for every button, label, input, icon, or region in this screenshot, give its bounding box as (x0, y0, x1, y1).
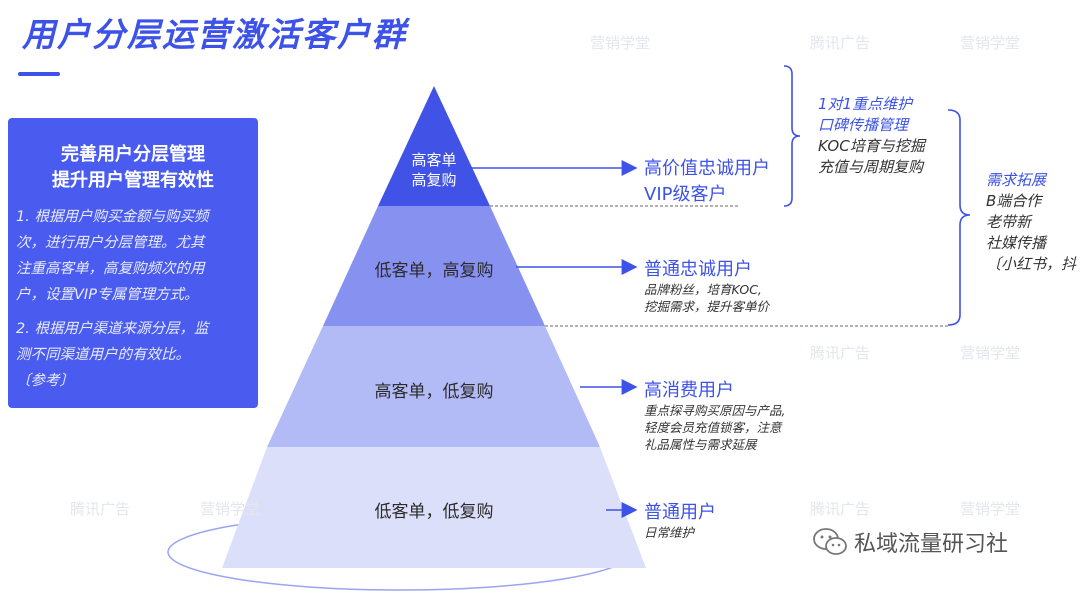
segment-4-title: 普通用户 (644, 502, 716, 523)
bracket-2-line: 老带新 (986, 213, 1032, 231)
panel-line: 2. 根据用户渠道来源分层，监 (16, 321, 209, 337)
curly-bracket-1 (783, 65, 801, 207)
tier-1-label: 高客单 高复购 (384, 150, 484, 190)
watermark: 腾讯广告 (810, 500, 871, 518)
bracket-1-notes: 1对1重点维护 口碑传播管理 KOC培育与挖掘 充值与周期复购 (818, 94, 925, 178)
segment-4-desc: 日常维护 (644, 525, 695, 540)
page-title: 用户分层运营激活客户群 (22, 15, 407, 54)
watermark: 腾讯广告 (810, 34, 871, 52)
segment-3-title: 高消费用户 (644, 380, 734, 401)
segment-2-desc: 挖掘需求，提升客单价 (644, 299, 770, 314)
segment-2-desc: 品牌粉丝，培育KOC, (644, 282, 762, 297)
pyramid-tier-4 (222, 447, 646, 568)
segment-3-desc: 轻度会员充值锁客，注意 (644, 420, 782, 435)
pyramid-tier-2 (323, 206, 545, 326)
strategy-panel: 完善用户分层管理 提升用户管理有效性 1. 根据用户购买金额与购买频 次，进行用… (8, 118, 258, 408)
tier-1-label-line1: 高客单 (411, 151, 457, 169)
watermark: 营销学堂 (200, 500, 261, 518)
tier-3-label: 高客单，低复购 (374, 382, 494, 402)
segment-1-title: 高价值忠诚用户 (644, 158, 770, 179)
brand-mark: 私域流量研习社 (812, 526, 1008, 558)
wechat-icon (813, 528, 847, 555)
panel-line: 次，进行用户分层管理。尤其 (16, 235, 205, 251)
bracket-1-line: KOC培育与挖掘 (818, 137, 925, 155)
panel-heading-line2: 提升用户管理有效性 (52, 170, 214, 191)
segment-1: 高价值忠诚用户 VIP级客户 (644, 154, 770, 206)
curly-bracket-2 (947, 109, 971, 326)
segment-1-subtitle: VIP级客户 (644, 184, 727, 205)
panel-heading-line1: 完善用户分层管理 (61, 144, 205, 165)
segment-2-title: 普通忠诚用户 (644, 259, 752, 280)
panel-paragraph-1: 1. 根据用户购买金额与购买频 次，进行用户分层管理。尤其 注重高客单，高复购频… (16, 204, 254, 308)
watermark: 营销学堂 (960, 500, 1021, 518)
panel-line: 注重高客单，高复购频次的用 (16, 261, 205, 277)
bracket-2-notes: 需求拓展 B端合作 老带新 社媒传播 〔小红书，抖 (986, 170, 1080, 275)
title-underline (18, 72, 60, 76)
panel-line: 1. 根据用户购买金额与购买频 (16, 209, 209, 225)
bracket-2-line: 社媒传播 (986, 234, 1047, 252)
tier-4-label: 低客单，低复购 (374, 502, 494, 522)
panel-paragraph-2: 2. 根据用户渠道来源分层，监 测不同渠道用户的有效比。 〔参考〕 (16, 316, 254, 394)
bracket-2-line: 〔小红书，抖 (986, 255, 1077, 273)
segment-3: 高消费用户 重点探寻购买原因与产品, 轻度会员充值锁客，注意 礼品属性与需求延展 (644, 376, 785, 453)
pyramid-tier-3 (267, 326, 600, 447)
panel-line: 户，设置VIP专属管理方式。 (16, 287, 199, 303)
watermark: 营销学堂 (960, 344, 1021, 362)
bracket-1-line: 充值与周期复购 (818, 158, 924, 176)
panel-line: 〔参考〕 (16, 373, 74, 389)
watermark: 腾讯广告 (70, 500, 131, 518)
segment-3-desc: 礼品属性与需求延展 (644, 437, 757, 452)
segment-2: 普通忠诚用户 品牌粉丝，培育KOC, 挖掘需求，提升客单价 (644, 255, 769, 315)
bracket-2-line: 需求拓展 (986, 171, 1047, 189)
tier-1-label-line2: 高复购 (411, 171, 457, 189)
pyramid-tier-1 (378, 86, 490, 206)
bracket-1-line: 口碑传播管理 (818, 116, 909, 134)
bracket-2-line: B端合作 (986, 192, 1042, 210)
watermark: 腾讯广告 (810, 344, 871, 362)
segment-4: 普通用户 日常维护 (644, 498, 716, 541)
segment-3-desc: 重点探寻购买原因与产品, (644, 403, 786, 418)
watermark: 营销学堂 (590, 34, 651, 52)
bracket-1-line: 1对1重点维护 (818, 95, 913, 113)
panel-line: 测不同渠道用户的有效比。 (16, 347, 190, 363)
watermark: 营销学堂 (960, 34, 1021, 52)
tier-2-label: 低客单，高复购 (374, 261, 494, 281)
brand-name: 私域流量研习社 (854, 532, 1009, 557)
